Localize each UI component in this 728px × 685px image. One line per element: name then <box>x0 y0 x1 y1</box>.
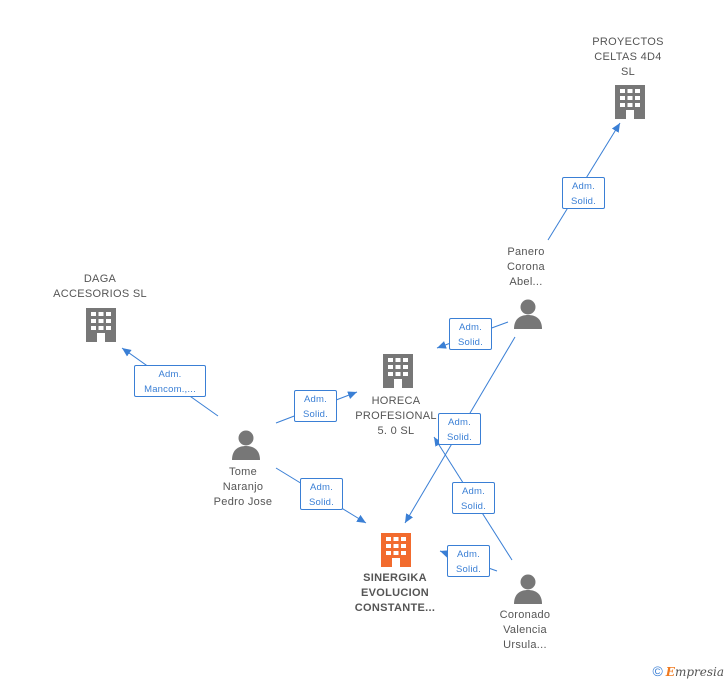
company-label-daga[interactable]: DAGA ACCESORIOS SL <box>53 273 147 300</box>
relation-badge[interactable]: Adm.Solid. <box>447 545 490 577</box>
person-label-panero[interactable]: Panero Corona Abel... <box>507 246 545 288</box>
person-icon[interactable] <box>232 430 260 461</box>
person-icon[interactable] <box>514 299 542 330</box>
relation-badge[interactable]: Adm.Solid. <box>438 413 481 445</box>
brand-name: mpresia <box>674 665 724 679</box>
building-icon[interactable] <box>86 308 116 342</box>
company-label-horeca[interactable]: HORECA PROFESIONAL 5. 0 SL <box>355 395 437 437</box>
footer-brand[interactable]: ©Empresia <box>652 663 724 679</box>
person-icon[interactable] <box>514 574 542 605</box>
relation-badge[interactable]: Adm.Solid. <box>300 478 343 510</box>
company-label-sinergika[interactable]: SINERGIKA EVOLUCION CONSTANTE... <box>354 572 436 614</box>
relation-badge[interactable]: Adm.Mancom.,... <box>134 365 206 397</box>
building-icon[interactable] <box>383 354 413 388</box>
copyright-icon: © <box>652 663 663 679</box>
person-label-tome[interactable]: Tome Naranjo Pedro Jose <box>213 466 273 508</box>
relation-badge[interactable]: Adm.Solid. <box>449 318 492 350</box>
company-label-proyectos[interactable]: PROYECTOS CELTAS 4D4 SL <box>592 36 664 78</box>
relation-badge[interactable]: Adm.Solid. <box>452 482 495 514</box>
building-icon-main[interactable] <box>381 533 411 567</box>
building-icon[interactable] <box>615 85 645 119</box>
brand-logo-initial: E <box>665 665 675 679</box>
person-label-coronado[interactable]: Coronado Valencia Ursula... <box>499 609 551 651</box>
relation-badge[interactable]: Adm.Solid. <box>562 177 605 209</box>
relation-badge[interactable]: Adm.Solid. <box>294 390 337 422</box>
